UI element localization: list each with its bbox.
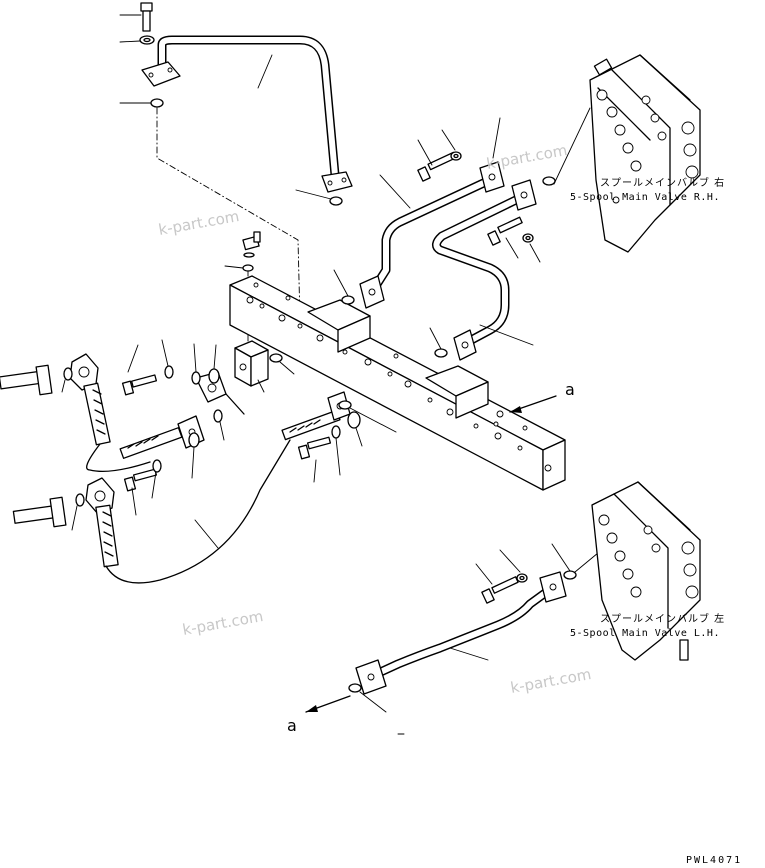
left-hose-lower: [12, 439, 291, 584]
lh-bolts: [475, 543, 605, 604]
top-bolt: [119, 2, 153, 32]
left-bolts-washers: [121, 339, 225, 516]
lh-valve-label-jp: スプールメインバルブ 左: [600, 614, 726, 625]
view-letter-upper: a: [565, 380, 575, 399]
drawing-code: PWL4071: [686, 855, 743, 866]
top-oring: [119, 98, 343, 206]
rh-valve-label-jp: スプールメインバルブ 右: [600, 178, 726, 189]
top-washer: [119, 35, 155, 45]
rh-pipe-b: [432, 179, 537, 361]
view-arrow-lower: [305, 695, 351, 713]
rh-main-valve: [589, 54, 701, 253]
rh-valve-label-en: 5-Spool Main Valve R.H.: [570, 192, 720, 203]
relief-block: [234, 340, 269, 393]
rh-orings: [333, 107, 591, 358]
rh-bolts: [417, 117, 541, 263]
top-loop-pipe: [141, 35, 353, 193]
view-letter-lower: a: [287, 716, 297, 735]
center-bolts-washers: [269, 353, 397, 483]
lh-pipe: [348, 571, 567, 713]
left-hose-upper: [0, 353, 151, 473]
lh-valve-label-en: 5-Spool Main Valve L.H.: [570, 628, 720, 639]
manifold-block: [229, 275, 566, 491]
rh-pipe-a: [359, 161, 505, 309]
view-arrow-upper: [509, 395, 557, 413]
elbow-fitting: [224, 231, 261, 272]
lh-main-valve: [591, 481, 701, 661]
